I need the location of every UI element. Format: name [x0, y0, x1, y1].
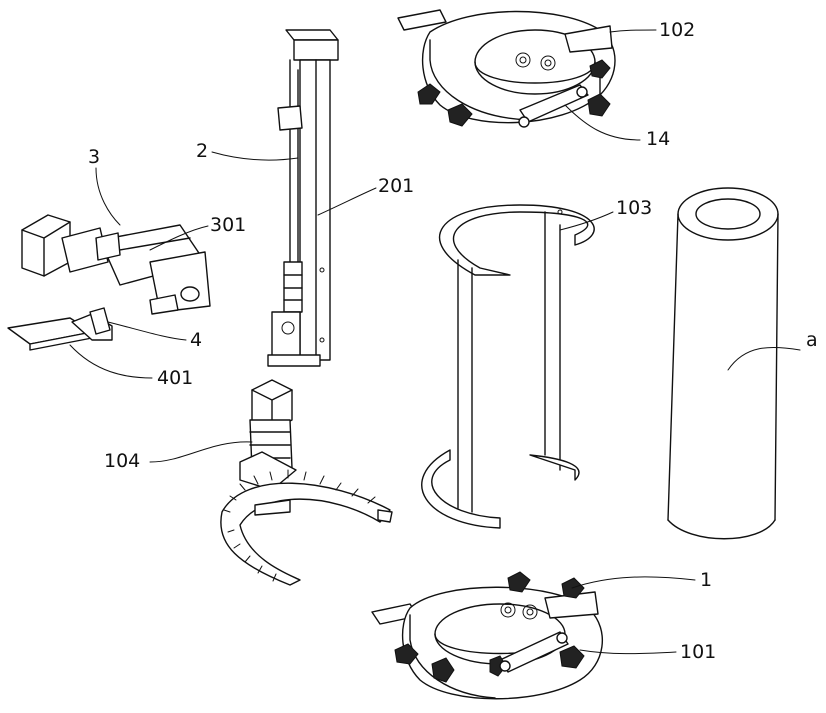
- label-1: 1: [700, 569, 712, 591]
- vertical-module: [268, 30, 338, 366]
- leader-401: [70, 345, 152, 378]
- leader-3: [96, 168, 120, 225]
- guide-frame: [422, 205, 594, 528]
- leader-1: [572, 577, 695, 588]
- label-a: a: [806, 329, 818, 351]
- leader-a: [728, 347, 800, 370]
- label-14: 14: [646, 128, 670, 150]
- upper-clamp-ring: [398, 10, 615, 127]
- motor-gear-drive: [221, 380, 392, 585]
- lower-clamp-ring: [372, 572, 602, 699]
- label-2: 2: [196, 140, 208, 162]
- leader-102: [610, 30, 656, 32]
- bracket: [8, 308, 112, 350]
- label-102: 102: [659, 19, 695, 41]
- label-4: 4: [190, 329, 202, 351]
- label-401: 401: [157, 367, 193, 389]
- label-101: 101: [680, 641, 716, 663]
- workpiece-cylinder: [668, 188, 778, 539]
- label-201: 201: [378, 175, 414, 197]
- label-3: 3: [88, 146, 100, 168]
- label-301: 301: [210, 214, 246, 236]
- label-104: 104: [104, 450, 140, 472]
- horizontal-module: [22, 215, 210, 314]
- label-103: 103: [616, 197, 652, 219]
- leader-2: [212, 152, 298, 160]
- leader-4: [108, 322, 186, 340]
- leader-104: [150, 442, 252, 462]
